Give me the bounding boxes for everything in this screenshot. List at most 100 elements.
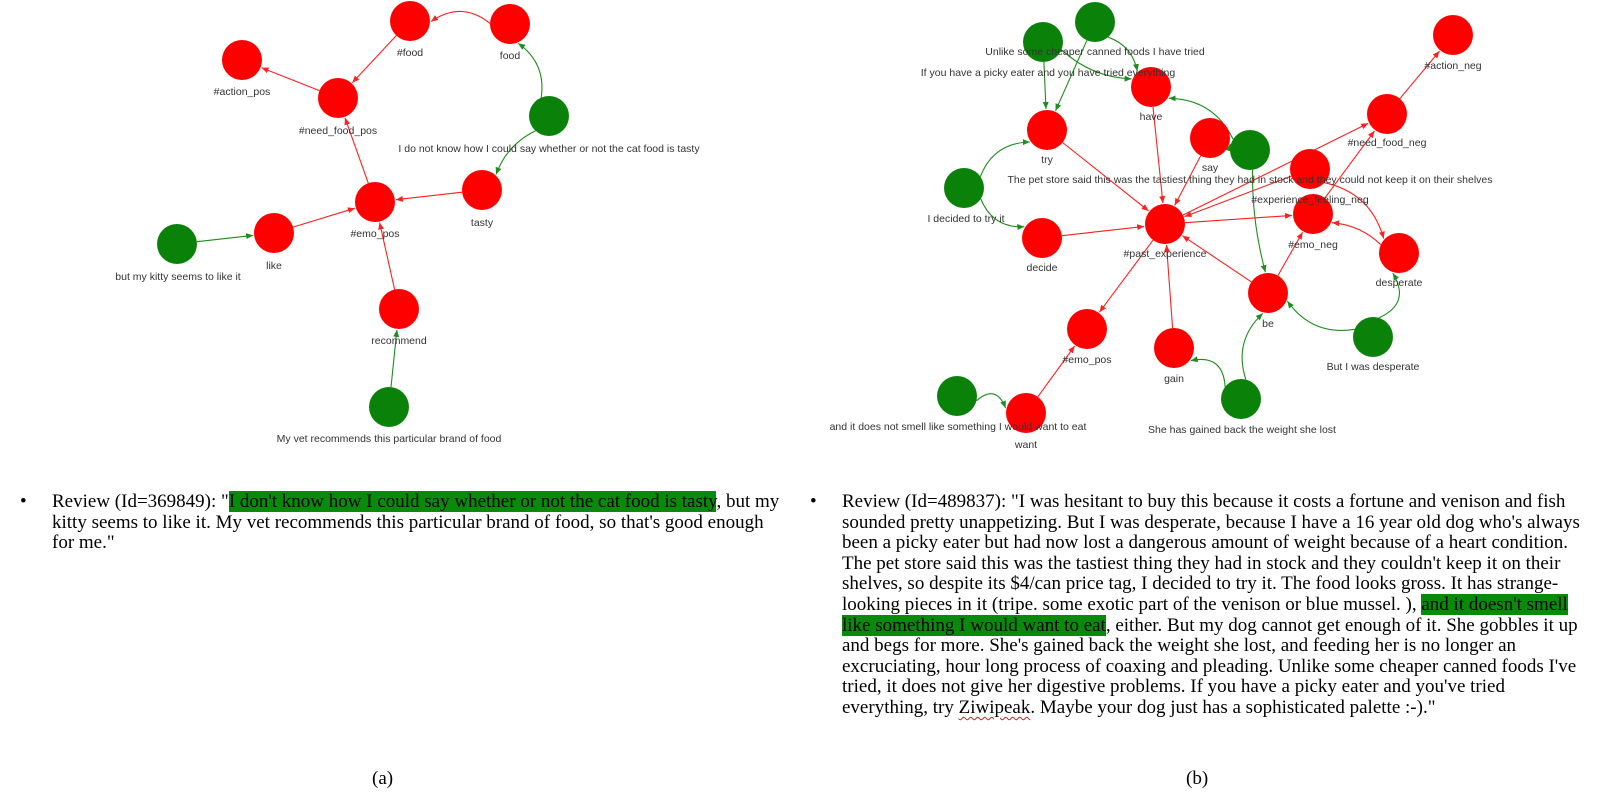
edge-s_unlike-to-have bbox=[1107, 36, 1139, 72]
node-label-action_neg: #action_neg bbox=[1424, 60, 1481, 72]
node-emo_neg bbox=[1293, 194, 1333, 234]
edge-be-to-past_exp bbox=[1182, 235, 1252, 283]
bullet: • bbox=[810, 491, 817, 512]
edge-s_decided-to-decide bbox=[980, 198, 1025, 231]
node-label-food_tag: #food bbox=[397, 47, 423, 59]
node-food bbox=[490, 4, 530, 44]
node-label-exp_neg: #experience_feeling_neg bbox=[1251, 194, 1369, 206]
edge-s_desperate-to-desperate bbox=[1378, 272, 1400, 319]
node-label-gain: gain bbox=[1164, 373, 1184, 385]
node-recommend bbox=[379, 289, 419, 329]
edge-s_tasty-to-food bbox=[517, 42, 543, 98]
edge-emo_neg-to-need_food_neg bbox=[1324, 130, 1375, 199]
review-text: Review (Id=489837): "I was hesitant to b… bbox=[842, 491, 1580, 615]
node-label-past_exp: #past_experience bbox=[1124, 248, 1207, 260]
node-have bbox=[1131, 67, 1171, 107]
node-label-s_desperate: But I was desperate bbox=[1327, 361, 1420, 373]
review-text: , either. But my dog cannot get enough o… bbox=[842, 614, 1578, 718]
node-label-s_vet: My vet recommends this particular brand … bbox=[277, 433, 502, 445]
bullet: • bbox=[20, 491, 27, 512]
node-emo_pos bbox=[1067, 309, 1107, 349]
node-label-tasty: tasty bbox=[471, 217, 494, 229]
node-label-try: try bbox=[1041, 154, 1053, 166]
node-label-decide: decide bbox=[1027, 262, 1058, 274]
node-food_tag bbox=[390, 1, 430, 41]
node-tasty bbox=[462, 170, 502, 210]
node-emo_pos bbox=[355, 182, 395, 222]
node-label-have: have bbox=[1140, 111, 1163, 123]
node-label-s_tasty: I do not know how I could say whether or… bbox=[398, 143, 700, 155]
node-be bbox=[1248, 273, 1288, 313]
edge-emo_pos-to-need_food_pos bbox=[344, 117, 369, 184]
node-need_food_pos bbox=[318, 78, 358, 118]
edge-s_kitty-to-like bbox=[196, 233, 254, 243]
node-label-s_unlike: Unlike some cheaper canned foods I have … bbox=[985, 46, 1205, 58]
caption-b: (b) bbox=[1186, 768, 1209, 789]
misspelled-word: Ziwipeak bbox=[958, 696, 1031, 718]
node-label-want: want bbox=[1014, 439, 1037, 451]
edge-exp_neg-to-past_exp bbox=[1184, 175, 1292, 218]
node-label-say: say bbox=[1202, 162, 1219, 174]
edge-food-to-food_tag bbox=[430, 10, 491, 24]
edge-gain-to-past_exp bbox=[1164, 244, 1174, 329]
edge-past_exp-to-emo_neg bbox=[1184, 212, 1293, 224]
edge-s_gained-to-gain bbox=[1190, 356, 1226, 387]
edge-s_store-to-say bbox=[1225, 143, 1232, 152]
edge-recommend-to-emo_pos bbox=[378, 222, 396, 290]
node-label-action_pos: #action_pos bbox=[214, 86, 271, 98]
edge-desperate-to-emo_neg bbox=[1332, 220, 1382, 246]
edge-past_exp-to-need_food_neg bbox=[1182, 122, 1369, 216]
node-label-need_food_neg: #need_food_neg bbox=[1348, 137, 1427, 149]
edge-like-to-emo_pos bbox=[292, 207, 356, 228]
node-s_tasty bbox=[529, 96, 569, 136]
node-label-emo_pos: #emo_pos bbox=[350, 228, 399, 240]
node-s_desperate bbox=[1353, 317, 1393, 357]
edge-s_vet-to-recommend bbox=[390, 329, 400, 388]
highlighted-sentence: I don't know how I could say whether or … bbox=[228, 491, 717, 512]
node-try bbox=[1027, 110, 1067, 150]
node-label-emo_pos: #emo_pos bbox=[1062, 354, 1111, 366]
node-exp_neg bbox=[1290, 149, 1330, 189]
node-action_pos bbox=[222, 40, 262, 80]
edge-s_picky-to-have bbox=[1061, 49, 1132, 82]
edge-s_unlike-to-try bbox=[1054, 40, 1088, 112]
edge-need_food_neg-to-action_neg bbox=[1399, 50, 1440, 100]
node-label-s_gained: She has gained back the weight she lost bbox=[1148, 424, 1336, 436]
node-past_exp bbox=[1145, 204, 1185, 244]
node-s_gained bbox=[1221, 379, 1261, 419]
node-label-s_store: The pet store said this was the tastiest… bbox=[1007, 174, 1492, 186]
node-label-s_kitty: but my kitty seems to like it bbox=[115, 271, 241, 283]
edge-s_picky-to-try bbox=[1042, 61, 1049, 110]
node-label-food: food bbox=[500, 50, 521, 62]
edge-s_decided-to-try bbox=[979, 139, 1030, 177]
node-label-s_smell: and it does not smell like something I w… bbox=[830, 421, 1087, 433]
node-s_kitty bbox=[157, 224, 197, 264]
caption-a: (a) bbox=[372, 768, 394, 789]
node-s_vet bbox=[369, 387, 409, 427]
node-label-recommend: recommend bbox=[371, 335, 427, 347]
node-s_smell bbox=[937, 376, 977, 416]
edge-have-to-past_exp bbox=[1152, 106, 1166, 204]
review-text: Review (Id=369849): " bbox=[52, 491, 229, 512]
node-need_food_neg bbox=[1367, 94, 1407, 134]
edge-exp_neg-to-desperate bbox=[1324, 182, 1385, 239]
edge-s_tasty-to-tasty bbox=[495, 130, 536, 175]
edge-say-to-past_exp bbox=[1174, 155, 1202, 206]
edge-s_gained-to-be bbox=[1241, 312, 1264, 380]
edge-s_desperate-to-be bbox=[1286, 300, 1355, 331]
node-s_picky bbox=[1023, 22, 1063, 62]
edge-try-to-past_exp bbox=[1062, 142, 1149, 212]
edge-decide-to-past_exp bbox=[1061, 224, 1145, 237]
node-label-s_decided: I decided to try it bbox=[927, 213, 1004, 225]
node-gain bbox=[1154, 328, 1194, 368]
node-s_store bbox=[1230, 130, 1270, 170]
review-text: . Maybe your dog just has a sophisticate… bbox=[1030, 696, 1436, 718]
edge-be-to-emo_neg bbox=[1277, 231, 1304, 276]
edge-s_smell-to-want bbox=[976, 393, 1007, 409]
node-label-emo_neg: #emo_neg bbox=[1288, 239, 1338, 251]
node-label-be: be bbox=[1262, 318, 1274, 330]
node-label-like: like bbox=[266, 260, 282, 272]
node-s_unlike bbox=[1075, 2, 1115, 42]
edge-need_food_pos-to-action_pos bbox=[261, 67, 320, 92]
